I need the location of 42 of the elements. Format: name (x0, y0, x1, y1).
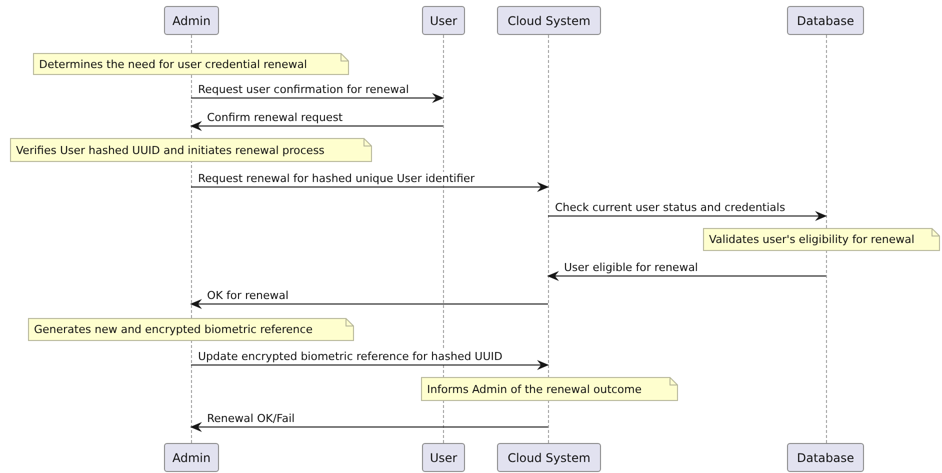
note-box (28, 318, 354, 341)
participant-box (497, 6, 601, 35)
participant-box (164, 6, 219, 35)
message-arrow (547, 271, 826, 281)
participant-label: User (430, 450, 458, 464)
participant-box (164, 443, 219, 472)
participant-label: Database (796, 450, 854, 464)
message-label: Confirm renewal request (206, 111, 344, 124)
note-text: Validates user's eligibility for renewal (709, 233, 914, 246)
message-arrow (190, 299, 548, 309)
message-arrow (190, 121, 444, 131)
message-arrow (190, 182, 549, 192)
message-label: Update encrypted biometric reference for hashed UUID (197, 350, 504, 363)
message-arrow (190, 360, 549, 370)
note-box (703, 228, 940, 251)
note-box (33, 53, 349, 75)
participant-label: User (430, 14, 458, 28)
note-text: Determines the need for user credential renewal (39, 58, 308, 70)
participant-label: Admin (172, 450, 211, 464)
participant-label: Cloud System (508, 14, 590, 28)
message-arrow (190, 93, 444, 103)
message-label: User eligible for renewal (563, 261, 699, 274)
message-label: Request renewal for hashed unique User identifier (197, 172, 476, 185)
message-arrow (190, 422, 548, 432)
participant-label: Database (796, 14, 854, 28)
message-arrow (548, 211, 827, 221)
note-box (10, 138, 372, 162)
note-text: Informs Admin of the renewal outcome (427, 382, 642, 396)
note-box (421, 377, 678, 401)
message-label: Check current user status and credentials (554, 201, 786, 214)
participant-box (787, 6, 864, 35)
participant-box (497, 443, 601, 472)
note-text: Generates new and encrypted biometric reference (34, 323, 313, 336)
participant-box (422, 6, 465, 35)
participant-box (422, 443, 465, 472)
note-text: Verifies User hashed UUID and initiates renewal process (16, 144, 325, 156)
message-label: Request user confirmation for renewal (197, 83, 410, 96)
message-label: Renewal OK/Fail (206, 412, 296, 425)
participant-box (787, 443, 864, 472)
message-label: OK for renewal (206, 289, 290, 302)
participant-label: Admin (172, 14, 211, 28)
participant-label: Cloud System (508, 450, 590, 464)
